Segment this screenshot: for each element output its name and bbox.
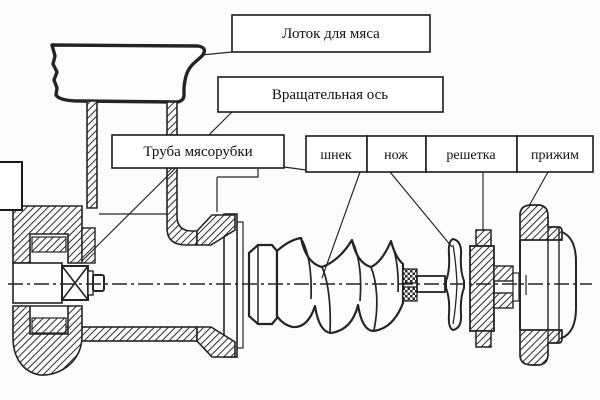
grate-hub-lower <box>493 292 514 309</box>
auger-threaded-tip-upper <box>402 268 418 284</box>
label-box-grinder-tube: Труба мясорубки <box>111 134 285 169</box>
hopper-outline <box>50 43 207 104</box>
tube-flange-rim <box>236 221 244 349</box>
body-lower-section <box>12 305 83 376</box>
shaft-coupling-cross <box>61 265 89 301</box>
label-box-meat-tray: Лоток для мяса <box>231 14 431 53</box>
neck-outline-lines <box>216 166 307 212</box>
grate-top-tab <box>475 229 492 247</box>
leader-knife <box>389 171 453 248</box>
tube-upper-wall-flange <box>196 214 236 246</box>
body-boss <box>81 227 96 264</box>
feed-tube-left-wall <box>86 100 98 209</box>
leader-clamp <box>528 171 549 207</box>
auger-threaded-tip-lower <box>402 286 418 302</box>
shaft-bore <box>12 262 63 304</box>
leader-meat-tray <box>200 51 233 56</box>
label-text-clamp: прижим <box>531 148 579 163</box>
tube-bottom-flange <box>196 326 236 358</box>
edge-box-partial <box>0 161 23 211</box>
grate-hub-upper <box>493 265 514 282</box>
label-text-auger: шнек <box>320 148 351 163</box>
bearing-upper <box>31 236 67 253</box>
label-box-knife: нож <box>366 135 427 173</box>
grate-disc <box>469 245 495 332</box>
leader-auger <box>321 171 361 279</box>
auger-flight-curves <box>300 237 400 333</box>
label-box-clamp: прижим <box>516 135 594 173</box>
shaft-nub <box>92 274 105 292</box>
grate-hub-step <box>512 272 520 302</box>
bearing-lower <box>31 317 67 334</box>
label-box-auger: шнек <box>305 135 368 173</box>
label-text-knife: нож <box>384 148 408 163</box>
clamp-bottom-section <box>519 329 563 366</box>
clamp-outer-profile <box>561 231 577 339</box>
label-text-rotation-axis: Вращательная ось <box>272 87 388 103</box>
grate-bottom-tab <box>475 330 492 348</box>
clamp-top-section <box>519 204 563 241</box>
label-text-grinder-tube: Труба мясорубки <box>143 144 252 160</box>
label-text-grate: решетка <box>446 148 496 163</box>
label-text-meat-tray: Лоток для мяса <box>282 26 380 42</box>
clamp-inner-lines <box>547 227 560 343</box>
label-box-rotation-axis: Вращательная ось <box>217 76 444 113</box>
label-box-grate: решетка <box>425 135 518 173</box>
